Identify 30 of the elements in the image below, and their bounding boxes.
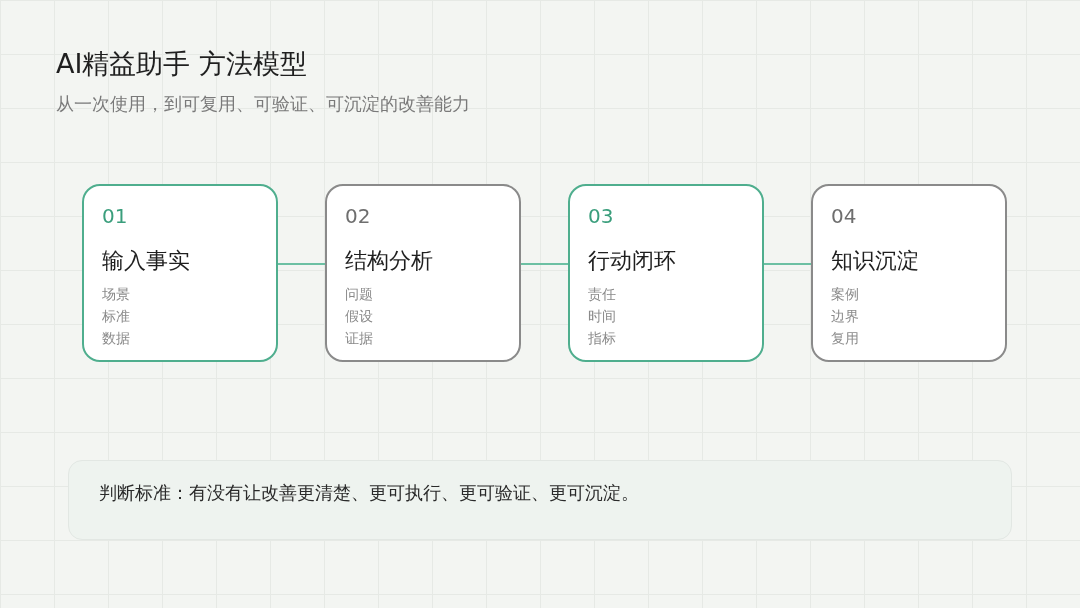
connector-line <box>520 263 569 266</box>
step-card <box>568 184 764 362</box>
connector-line <box>277 263 326 266</box>
subtitle: 从一次使用，到可复用、可验证、可沉淀的改善能力 <box>56 92 470 116</box>
step-item: 案例 <box>831 285 859 304</box>
step-item: 假设 <box>345 307 373 326</box>
step-item: 数据 <box>102 329 130 348</box>
step-item: 复用 <box>831 329 859 348</box>
step-item: 标准 <box>102 307 130 326</box>
step-title: 知识沉淀 <box>831 247 919 275</box>
step-card <box>811 184 1007 362</box>
step-item: 指标 <box>588 329 616 348</box>
step-item: 时间 <box>588 307 616 326</box>
step-item: 问题 <box>345 285 373 304</box>
step-title: 行动闭环 <box>588 247 676 275</box>
step-item: 责任 <box>588 285 616 304</box>
step-item: 场景 <box>102 285 130 304</box>
step-title: 结构分析 <box>345 247 433 275</box>
step-card <box>82 184 278 362</box>
step-number: 04 <box>831 204 857 228</box>
step-number: 02 <box>345 204 371 228</box>
step-item: 边界 <box>831 307 859 326</box>
criteria-text: 判断标准：有没有让改善更清楚、更可执行、更可验证、更可沉淀。 <box>99 481 639 505</box>
step-item: 证据 <box>345 329 373 348</box>
step-number: 01 <box>102 204 128 228</box>
step-title: 输入事实 <box>102 247 190 275</box>
connector-line <box>763 263 812 266</box>
step-card <box>325 184 521 362</box>
title: AI精益助手 方法模型 <box>56 47 307 81</box>
step-number: 03 <box>588 204 614 228</box>
